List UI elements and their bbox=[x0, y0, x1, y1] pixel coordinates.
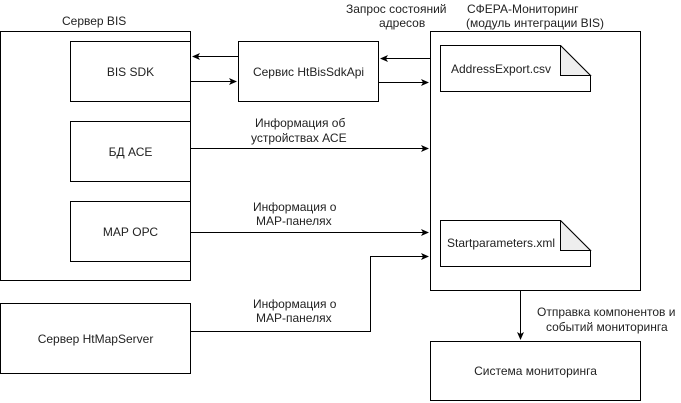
startparameters-document[interactable] bbox=[440, 220, 592, 268]
map-opc-label: МАР ОРС bbox=[102, 224, 159, 239]
monitoring-system-label: Система мониторинга bbox=[474, 364, 597, 378]
ace-info-label-line1: Информация об bbox=[255, 116, 346, 130]
bis-server-title: Сервер BIS bbox=[62, 14, 127, 28]
sfera-title-line2: (модуль интеграции BIS) bbox=[466, 16, 605, 30]
htmap-info-label-line1: Информация о bbox=[253, 297, 337, 311]
htbissdkapi-node[interactable]: Сервис HtBisSdkApi bbox=[238, 41, 379, 102]
address-export-document[interactable] bbox=[440, 45, 592, 93]
monitoring-system-node[interactable]: Система мониторинга bbox=[430, 341, 641, 401]
map-info-label-line2: МАР-панелях bbox=[256, 214, 332, 228]
fold-corner bbox=[560, 220, 592, 251]
sfera-title-line1: СФЕРА-Мониторинг bbox=[467, 2, 579, 16]
bis-sdk-label: BIS SDK bbox=[106, 64, 155, 79]
htbissdkapi-label: Сервис HtBisSdkApi bbox=[252, 64, 365, 79]
bd-ace-node[interactable]: БД АСЕ bbox=[70, 121, 191, 182]
htmapserver-label: Сервер HtMapServer bbox=[37, 331, 154, 346]
map-info-label-line1: Информация о bbox=[253, 200, 337, 214]
map-opc-node[interactable]: МАР ОРС bbox=[70, 201, 191, 262]
htmapserver-node[interactable]: Сервер HtMapServer bbox=[0, 303, 191, 374]
startparameters-label: Startparameters.xml bbox=[447, 236, 556, 250]
address-export-label: AddressExport.csv bbox=[451, 62, 552, 76]
fold-corner bbox=[560, 45, 592, 76]
ace-info-label-line2: устройствах АСЕ bbox=[251, 131, 347, 145]
address-request-label-line2: адресов bbox=[379, 16, 426, 30]
address-request-label-line1: Запрос состояний bbox=[346, 2, 447, 16]
send-label-line1: Отправка компонентов и bbox=[537, 305, 676, 319]
bis-sdk-node[interactable]: BIS SDK bbox=[70, 41, 191, 102]
send-label-line2: событий мониторинга bbox=[546, 320, 668, 334]
bd-ace-label: БД АСЕ bbox=[108, 144, 153, 159]
htmap-info-label-line2: МАР-панелях bbox=[256, 311, 332, 325]
